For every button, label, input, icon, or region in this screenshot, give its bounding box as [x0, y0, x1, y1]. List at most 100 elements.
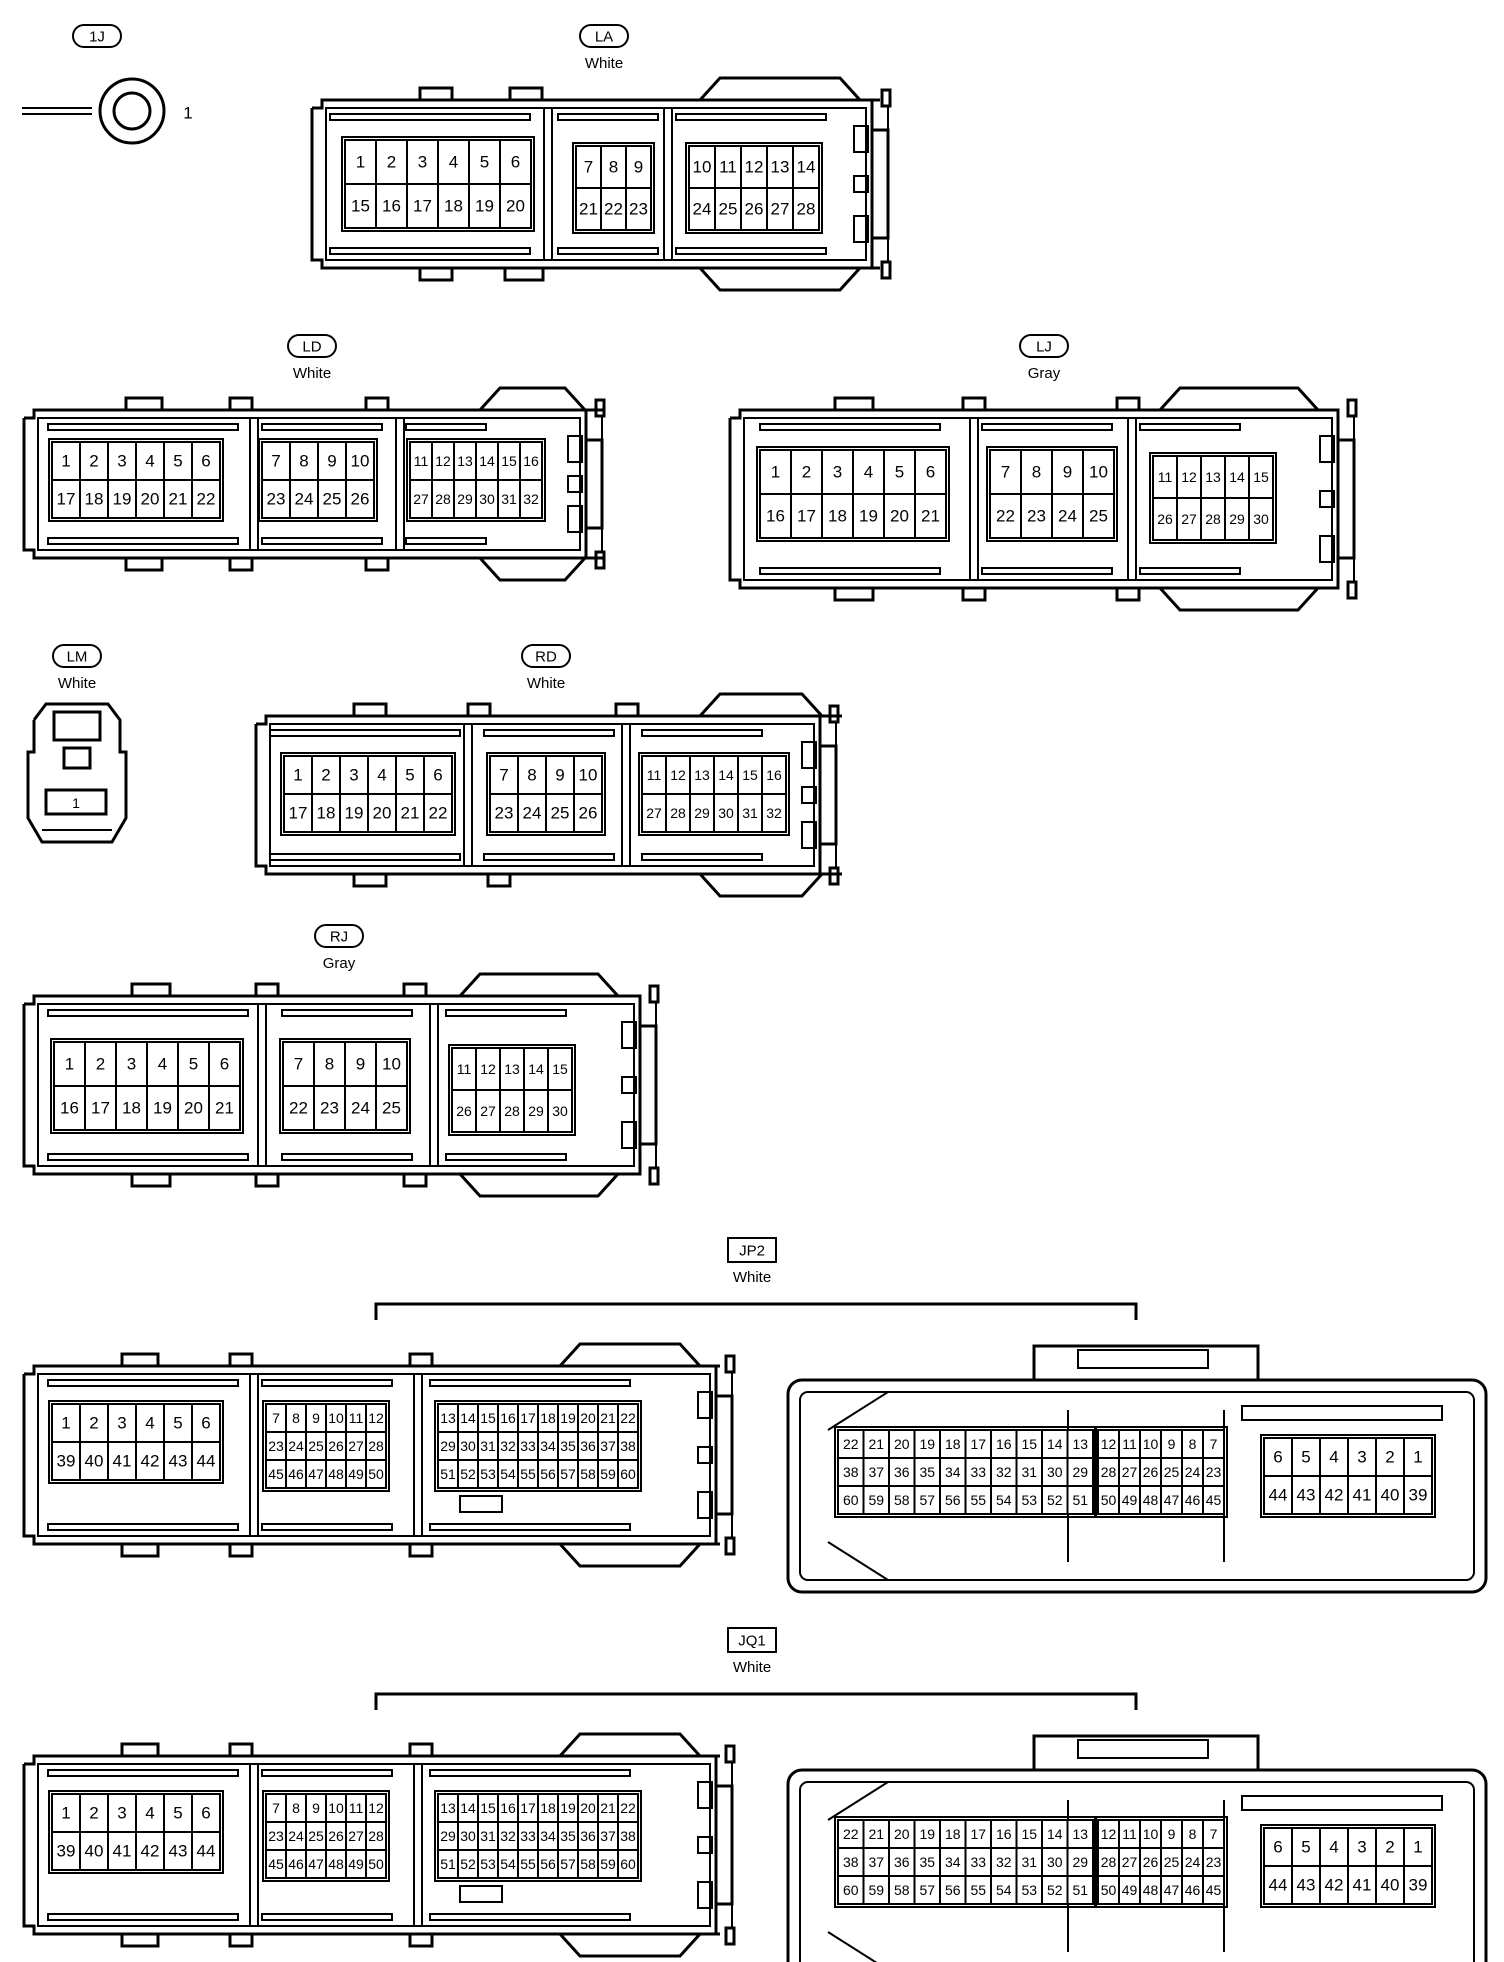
connector-body	[786, 1378, 1488, 1594]
pin-grid-frame	[1260, 1824, 1436, 1908]
pin-cell	[79, 1793, 109, 1833]
pin-number: 42	[141, 1452, 160, 1471]
pin-cell	[688, 187, 716, 231]
pin-cell	[107, 1403, 137, 1443]
pin-number: 13	[440, 1410, 456, 1426]
connector-inner-frame	[37, 1373, 711, 1537]
pin-number: 13	[694, 767, 710, 783]
pin-number: 27	[646, 805, 662, 821]
pin-grid-frame	[1094, 1426, 1228, 1518]
pin-number: 2	[96, 1055, 105, 1074]
pin-number: 21	[600, 1800, 616, 1816]
pin-number: 22	[843, 1826, 859, 1842]
pin-number: 7	[1210, 1826, 1218, 1842]
pin-number: 8	[292, 1410, 300, 1426]
pin-number: 15	[1021, 1436, 1037, 1452]
pin-cell	[1291, 1475, 1321, 1515]
rail-strip	[47, 1913, 239, 1921]
pin-number: 9	[312, 1800, 320, 1816]
connector-bottom-tab	[418, 266, 454, 282]
pin-number: 53	[480, 1466, 496, 1482]
pin-cell	[1263, 1475, 1293, 1515]
pin-number: 34	[945, 1854, 961, 1870]
connector-top-tab	[352, 702, 388, 718]
pin-number: 28	[670, 805, 686, 821]
connector-inner-frame	[37, 417, 581, 551]
rail-strip	[557, 247, 659, 255]
pin-cell	[792, 145, 820, 189]
pin-number: 12	[480, 1061, 496, 1077]
pin-cell	[1202, 1875, 1225, 1905]
pin-number: 24	[288, 1828, 304, 1844]
pin-number: 20	[890, 507, 909, 526]
pin-number: 40	[85, 1842, 104, 1861]
pin-cell	[964, 1485, 992, 1515]
pin-number: 6	[433, 766, 442, 785]
rail-strip	[1241, 1405, 1443, 1421]
pin-number: 30	[1047, 1854, 1063, 1870]
pin-number: 14	[797, 158, 816, 177]
pin-number: 51	[440, 1856, 456, 1872]
pin-number: 21	[215, 1099, 234, 1118]
pin-number: 18	[828, 507, 847, 526]
lock-hood	[698, 872, 842, 898]
lock-slot	[801, 821, 817, 849]
rail-strip	[405, 537, 487, 545]
pin-number: 17	[520, 1410, 536, 1426]
lock-slot	[853, 125, 869, 153]
lock-latch	[714, 1784, 734, 1906]
connector-code: JQ1	[738, 1633, 766, 1650]
latch-post	[724, 1536, 736, 1556]
pin-grid-frame	[341, 136, 535, 232]
connector-top-tab	[508, 86, 544, 102]
pin-number: 1	[183, 104, 192, 123]
pin-cell	[913, 1847, 941, 1877]
pin-number: 43	[1297, 1486, 1316, 1505]
lock-hood	[558, 1732, 720, 1758]
connector-1j: 1J1	[22, 24, 193, 145]
pin-number: 60	[843, 1492, 859, 1508]
pin-cell	[51, 1441, 81, 1481]
pin-cell	[740, 187, 768, 231]
pin-number: 55	[520, 1466, 536, 1482]
pin-number: 31	[1021, 1854, 1037, 1870]
pin-cell	[468, 139, 501, 185]
pin-cell	[517, 793, 547, 833]
pin-number: 25	[308, 1828, 324, 1844]
pin-grid-frame	[50, 1038, 244, 1134]
pin-cell	[913, 1429, 941, 1459]
latch-post	[828, 866, 840, 886]
pin-number: 9	[555, 766, 564, 785]
pin-grid-frame	[1260, 1434, 1436, 1518]
pin-number: 1	[61, 452, 70, 471]
pin-number: 3	[1357, 1838, 1366, 1857]
lock-latch	[714, 1394, 734, 1516]
connector-bottom-tab	[130, 1172, 172, 1188]
rail-strip	[445, 1153, 567, 1161]
pin-number: 8	[1189, 1826, 1197, 1842]
connector-code-pill	[314, 924, 364, 948]
pin-number: 29	[1072, 1464, 1088, 1480]
pin-cell	[344, 183, 377, 229]
pin-number: 29	[457, 491, 473, 507]
pin-number: 32	[996, 1464, 1012, 1480]
pin-number: 5	[173, 452, 182, 471]
pin-number: 14	[479, 453, 495, 469]
pin-number: 1	[1413, 1448, 1422, 1467]
pin-cell	[115, 1085, 148, 1131]
connector-color: White	[585, 55, 623, 72]
rail-strip	[981, 567, 1113, 575]
pin-number: 9	[1168, 1436, 1176, 1452]
ring-terminal	[98, 77, 166, 145]
pin-cell	[282, 1085, 315, 1131]
pin-cell	[208, 1041, 241, 1087]
pin-number: 6	[201, 452, 210, 471]
pin-number: 43	[169, 1842, 188, 1861]
pin-number: 19	[475, 197, 494, 216]
pin-number: 60	[843, 1882, 859, 1898]
pin-number: 40	[1381, 1876, 1400, 1895]
pin-cell	[1248, 455, 1274, 499]
lock-slot	[697, 1491, 713, 1519]
pin-number: 14	[718, 767, 734, 783]
lock-slot	[801, 786, 817, 804]
